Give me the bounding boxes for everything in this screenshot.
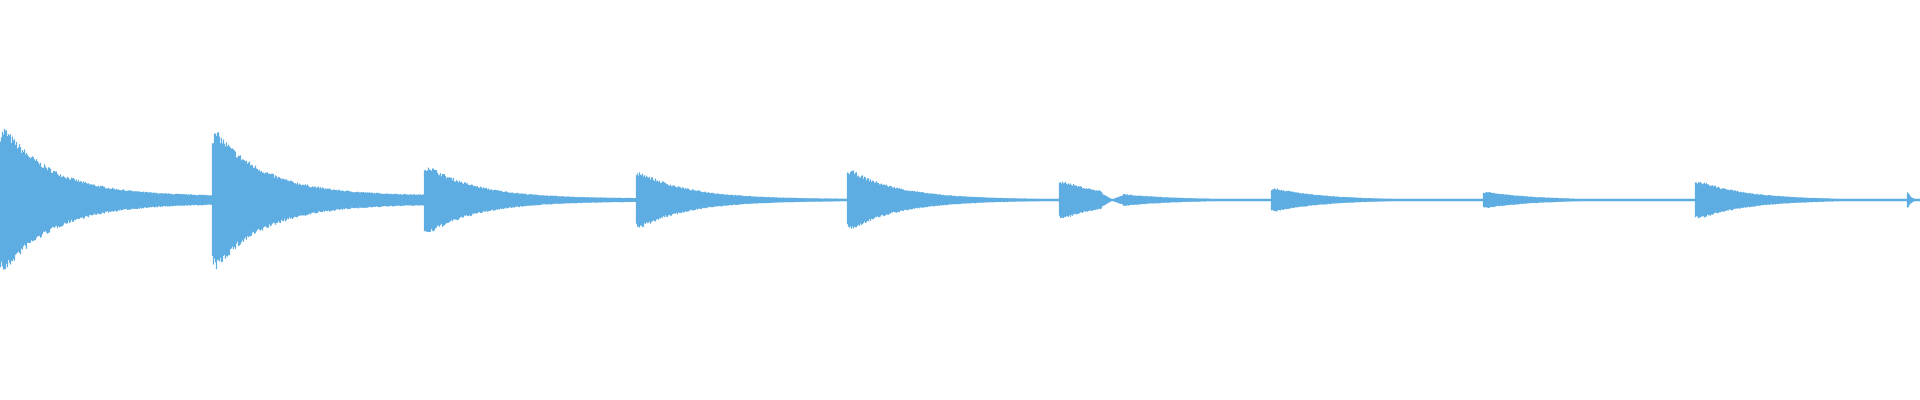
waveform-segment [1694, 181, 1908, 219]
waveform-segment [423, 167, 637, 233]
waveform-segment [1058, 181, 1272, 219]
waveform-segment [1482, 191, 1696, 208]
waveform-segment [846, 170, 1060, 229]
waveform-segment [1270, 188, 1484, 212]
waveform-segment [0, 128, 213, 270]
waveform-segment [211, 132, 425, 270]
waveform-segment [635, 172, 848, 228]
waveform-segment [1906, 192, 1920, 208]
waveform-segments [0, 128, 1920, 270]
